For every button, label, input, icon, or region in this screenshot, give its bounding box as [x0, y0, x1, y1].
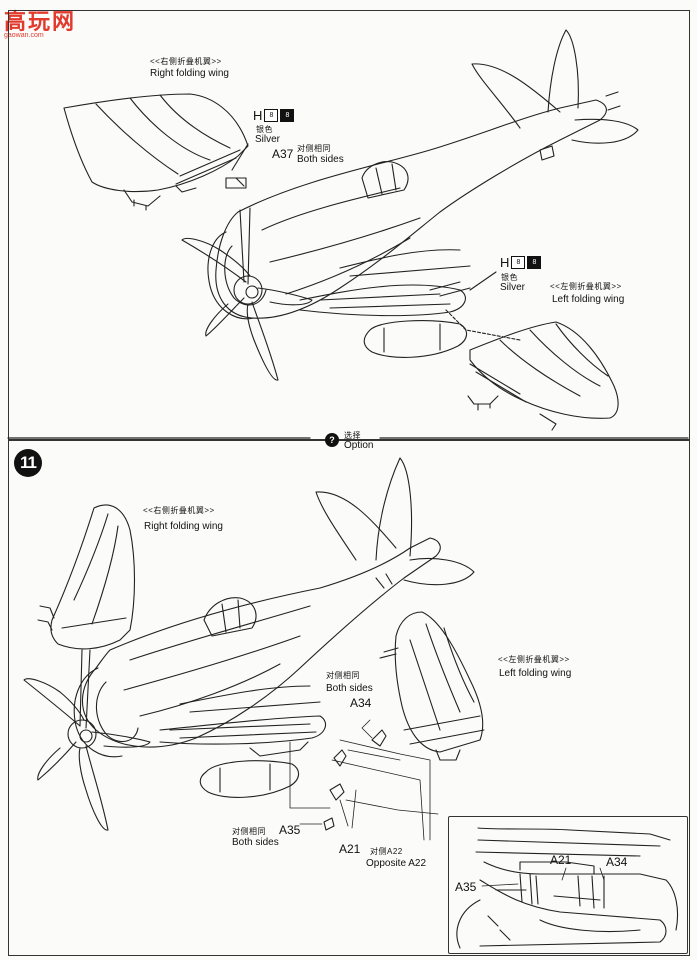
paint-box-1: 8 — [511, 256, 526, 269]
top-left-wing-en: Left folding wing — [552, 294, 625, 305]
bottom-a35-note-en: Both sides — [232, 837, 279, 848]
inset-part-a34: A34 — [606, 855, 628, 869]
paint-letter: H — [253, 108, 263, 123]
top-both-sides-en: Both sides — [297, 154, 344, 165]
top-right-wing-en: Right folding wing — [150, 68, 229, 79]
top-left-wing-cn: <<左侧折叠机翼>> — [550, 282, 622, 291]
bottom-a34-note-cn: 对侧相同 — [326, 671, 360, 680]
top-paint-code-1: H 8 8 — [253, 108, 295, 123]
watermark-logo: 高玩网 gaowan.com — [4, 4, 76, 39]
top-paint-code-2: H 8 8 — [500, 255, 542, 270]
bottom-leader-lines — [290, 720, 438, 840]
bottom-a34-note-en: Both sides — [326, 683, 373, 694]
option-icon: ? — [325, 433, 339, 447]
bottom-aircraft-fuselage — [24, 458, 474, 830]
bottom-opposite-cn: 对侧A22 — [370, 847, 403, 856]
top-paint1-en: Silver — [255, 134, 281, 145]
inset-panel-frame — [448, 816, 688, 954]
bottom-opposite-en: Opposite A22 — [366, 858, 427, 869]
step-number-badge: 11 — [14, 449, 42, 477]
top-both-sides-cn: 对侧相同 — [297, 144, 331, 153]
top-aircraft-fuselage — [182, 30, 638, 380]
bottom-a35-part — [324, 818, 334, 830]
bottom-a35-note-cn: 对侧相同 — [232, 827, 266, 836]
inset-wing-detail — [457, 828, 678, 948]
bottom-part-a34: A34 — [350, 696, 372, 710]
bottom-left-wing-en: Left folding wing — [499, 668, 572, 679]
bottom-right-wing-cn: <<右侧折叠机翼>> — [143, 506, 215, 515]
top-right-folding-wing — [64, 94, 248, 210]
bottom-part-a35: A35 — [279, 823, 301, 837]
watermark-text: 高玩网 — [4, 9, 77, 34]
bottom-right-wing-en: Right folding wing — [144, 521, 223, 532]
paint-box-2: 8 — [527, 256, 542, 269]
top-part-a37: A37 — [272, 147, 294, 161]
watermark-subtext: gaowan.com — [4, 32, 44, 39]
top-left-folding-wing — [468, 322, 618, 430]
bottom-part-a21: A21 — [339, 842, 361, 856]
option-en: Option — [344, 440, 374, 451]
bottom-left-wing-cn: <<左侧折叠机翼>> — [498, 655, 570, 664]
top-a37-part — [226, 178, 246, 188]
bottom-left-folding-wing — [380, 612, 484, 760]
bottom-a21-part — [330, 750, 346, 800]
inset-part-a35: A35 — [455, 880, 477, 894]
paint-box-1: 8 — [264, 109, 279, 122]
top-paint2-cn: 银色 — [501, 273, 518, 282]
option-cn: 选择 — [344, 431, 361, 440]
bottom-panel-frame — [8, 440, 690, 956]
bottom-right-folding-wing — [38, 505, 135, 649]
top-leader-lines — [232, 144, 248, 186]
top-paint1-cn: 银色 — [256, 125, 273, 134]
paint-box-2: 8 — [280, 109, 295, 122]
paint-letter: H — [500, 255, 510, 270]
inset-part-a21: A21 — [550, 853, 572, 867]
top-paint2-en: Silver — [500, 282, 526, 293]
bottom-a34-part — [372, 730, 386, 746]
top-right-wing-cn: <<右侧折叠机翼>> — [150, 57, 222, 66]
inset-leader-lines — [482, 868, 604, 886]
top-panel-frame — [8, 10, 690, 440]
